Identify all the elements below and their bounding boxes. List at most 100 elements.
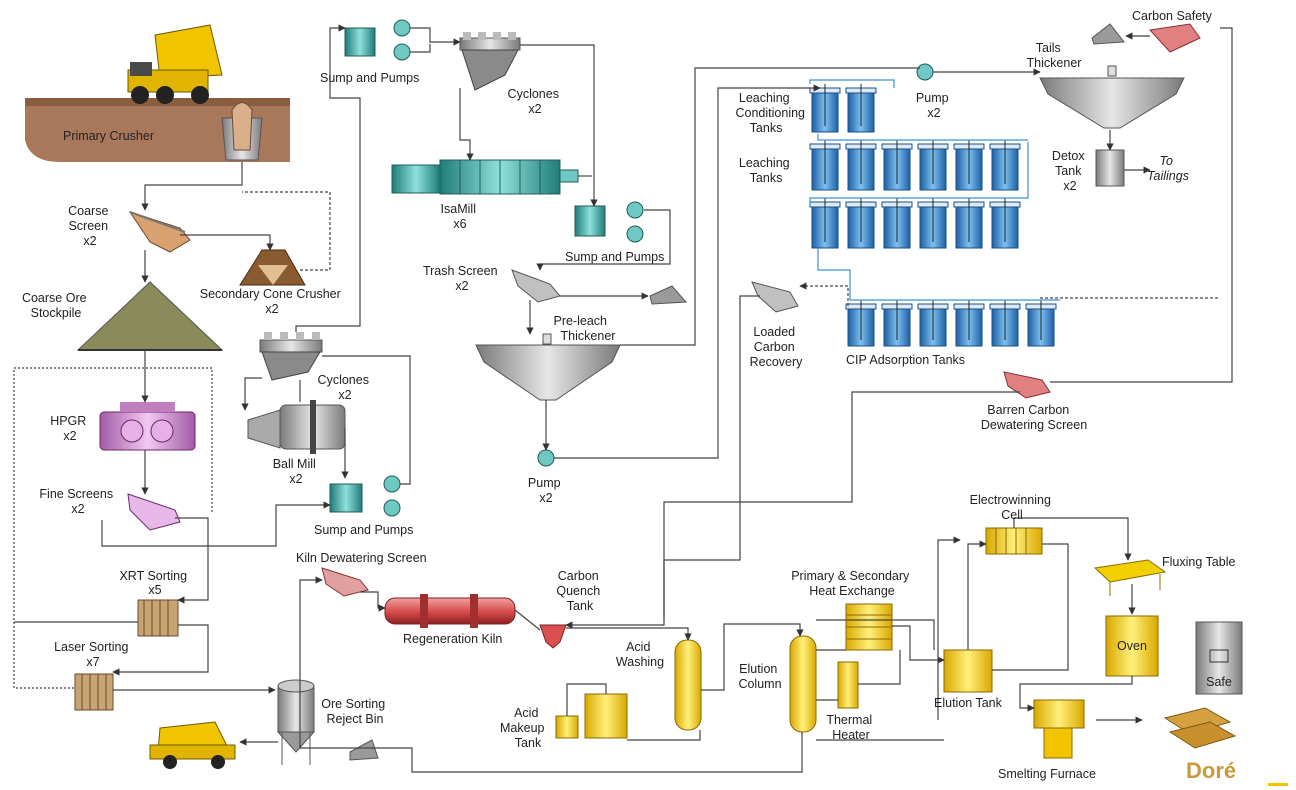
carbon-quench-tank-label: Carbon Quench Tank xyxy=(556,569,603,613)
pre-leach-thickener-label: Pre-leach Thickener xyxy=(554,314,616,343)
cyclones-lower-label: Cyclones x2 xyxy=(318,373,373,402)
hpgr-label: HPGR x2 xyxy=(50,414,90,443)
dore-label: Doré xyxy=(1186,758,1236,783)
cyclones-lower-icon xyxy=(259,332,323,381)
pump-top-label: Pump x2 xyxy=(916,91,952,120)
sump-pumps-mid-label: Sump and Pumps xyxy=(565,250,664,264)
thermal-heater-label: Thermal Heater xyxy=(826,713,875,742)
leaching-tanks-label: Leaching Tanks xyxy=(739,156,793,185)
xrt-sorting-icon xyxy=(137,599,179,637)
leaching-conditioning-tanks-label: Leaching Conditioning Tanks xyxy=(736,91,809,135)
barren-carbon-screen-icon xyxy=(1003,371,1051,399)
carbon-quench-tank-icon xyxy=(539,624,567,649)
carbon-safety-pile-icon xyxy=(1091,23,1125,45)
fluxing-table-icon xyxy=(1093,559,1167,596)
cip-adsorption-tanks-icon xyxy=(845,300,1057,347)
haul-truck-icon xyxy=(127,24,223,104)
tank-icon xyxy=(845,140,877,191)
oven-label: Oven xyxy=(1117,639,1147,653)
kiln-dewatering-screen-label: Kiln Dewatering Screen xyxy=(296,551,427,565)
heat-exchanger-icon xyxy=(845,603,893,651)
fine-screens-label: Fine Screens x2 xyxy=(39,487,116,516)
tank-icon xyxy=(989,300,1021,347)
leaching-conditioning-tanks-icon xyxy=(809,84,877,133)
tank-icon xyxy=(917,198,949,249)
ore-sorting-reject-bin-label: Ore Sorting Reject Bin xyxy=(321,697,388,726)
regeneration-kiln-icon xyxy=(384,594,516,628)
electrowinning-cell-label: Electrowinning Cell xyxy=(970,493,1055,522)
acid-washing-label: Acid Washing xyxy=(616,640,664,669)
barren-carbon-dewatering-screen-label: Barren Carbon Dewatering Screen xyxy=(981,403,1087,432)
tank-icon xyxy=(881,198,913,249)
diagram-labels: Primary Crusher Coarse Screen x2 Seconda… xyxy=(22,9,1236,783)
thermal-heater-icon xyxy=(837,661,859,709)
fluxing-table-label: Fluxing Table xyxy=(1162,555,1235,569)
carbon-safety-label: Carbon Safety xyxy=(1132,9,1213,23)
trash-screen-label: Trash Screen x2 xyxy=(423,264,501,293)
tails-thickener-icon xyxy=(1039,65,1185,129)
tank-icon xyxy=(881,300,913,347)
secondary-cone-crusher-icon xyxy=(239,249,306,286)
cip-adsorption-tanks-label: CIP Adsorption Tanks xyxy=(846,353,965,367)
secondary-cone-crusher-label: Secondary Cone Crusher x2 xyxy=(200,287,345,316)
primary-crusher-icon xyxy=(221,102,263,161)
reject-pile-icon xyxy=(349,739,379,761)
sump-pumps-mid-icon xyxy=(574,201,644,243)
sump-pumps-lower-icon xyxy=(329,475,401,517)
hpgr-icon xyxy=(99,402,196,451)
ball-mill-label: Ball Mill x2 xyxy=(273,457,320,486)
acid-makeup-tank-icon xyxy=(555,693,628,739)
isamill-label: IsaMill x6 xyxy=(441,202,480,231)
coarse-screen-label: Coarse Screen x2 xyxy=(68,204,112,248)
tank-icon xyxy=(1025,300,1057,347)
small-truck-icon xyxy=(149,721,236,769)
pre-leach-thickener-icon xyxy=(475,333,621,401)
tank-icon xyxy=(989,198,1021,249)
dore-bars-icon xyxy=(1163,707,1237,749)
loaded-carbon-recovery-label: Loaded Carbon Recovery xyxy=(750,325,804,369)
tails-thickener-label: Tails Thickener xyxy=(1027,41,1082,70)
trash-screen-icon xyxy=(511,269,561,303)
tank-icon xyxy=(989,140,1021,191)
tank-connectors xyxy=(809,79,1060,301)
cyclones-top-label: Cyclones x2 xyxy=(508,87,563,116)
ball-mill-icon xyxy=(247,400,346,454)
ore-sorting-reject-bin-icon xyxy=(276,679,316,765)
sump-pumps-lower-label: Sump and Pumps xyxy=(314,523,413,537)
sump-pumps-top-label: Sump and Pumps xyxy=(320,71,419,85)
tank-icon xyxy=(953,300,985,347)
electrowinning-cell-icon xyxy=(985,527,1043,555)
coarse-screen-icon xyxy=(128,211,191,253)
detox-tank-label: Detox Tank x2 xyxy=(1052,149,1088,193)
laser-sorting-icon xyxy=(74,673,114,711)
pump-mid-icon xyxy=(537,449,555,467)
safe-icon xyxy=(1195,621,1243,695)
tank-icon xyxy=(881,140,913,191)
carbon-safety-screen-icon xyxy=(1149,23,1201,53)
cyclones-top-icon xyxy=(459,32,521,91)
detox-tank-icon xyxy=(1095,149,1125,187)
elution-tank-icon xyxy=(943,649,993,693)
tank-icon xyxy=(953,198,985,249)
laser-sorting-label: Laser Sorting x7 xyxy=(54,640,132,669)
tank-icon xyxy=(845,84,877,133)
tank-icon xyxy=(953,140,985,191)
tank-icon xyxy=(809,84,841,133)
tank-icon xyxy=(809,140,841,191)
heat-exchange-label: Primary & Secondary Heat Exchange xyxy=(791,569,913,598)
coarse-ore-stockpile-icon xyxy=(76,281,224,351)
trash-pile-icon xyxy=(649,285,688,305)
sump-pumps-top-icon xyxy=(344,19,411,61)
isamill-icon xyxy=(391,159,579,195)
elution-column-icon xyxy=(789,635,817,733)
tank-icon xyxy=(845,198,877,249)
regeneration-kiln-label: Regeneration Kiln xyxy=(403,632,502,646)
corner-accent xyxy=(1268,783,1288,786)
smelting-furnace-label: Smelting Furnace xyxy=(998,767,1096,781)
tank-icon xyxy=(845,300,877,347)
flow-lines xyxy=(13,24,1233,773)
tank-icon xyxy=(917,140,949,191)
coarse-ore-stockpile-label: Coarse Ore Stockpile xyxy=(22,291,90,320)
fine-screens-icon xyxy=(127,493,181,531)
